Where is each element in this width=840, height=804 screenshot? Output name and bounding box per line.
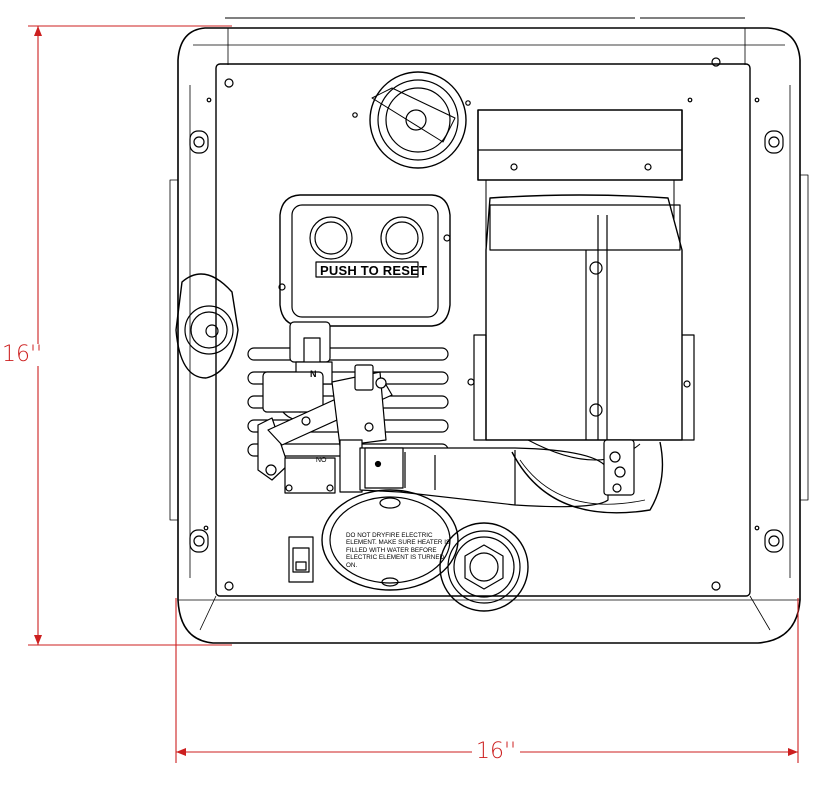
width-dimension-label: 16'' bbox=[472, 741, 521, 763]
electric-element-box bbox=[473, 109, 695, 514]
reset-cover bbox=[278, 194, 451, 327]
power-switch bbox=[288, 536, 314, 583]
inner-panel bbox=[199, 63, 771, 631]
height-dimension-label: 16'' bbox=[2, 342, 43, 367]
relief-valve bbox=[175, 273, 239, 379]
mount-slots bbox=[189, 130, 784, 553]
valve-n-mark: N bbox=[310, 369, 317, 379]
top-port bbox=[369, 71, 467, 169]
outer-flange bbox=[169, 17, 809, 644]
drain-plug bbox=[439, 522, 529, 612]
push-to-reset-label: PUSH TO RESET bbox=[320, 263, 428, 278]
dryfire-warning-label: DO NOT DRYFIRE ELECTRIC ELEMENT. MAKE SU… bbox=[346, 532, 451, 569]
screws bbox=[203, 57, 760, 591]
valve-on-mark: ON bbox=[316, 455, 327, 462]
